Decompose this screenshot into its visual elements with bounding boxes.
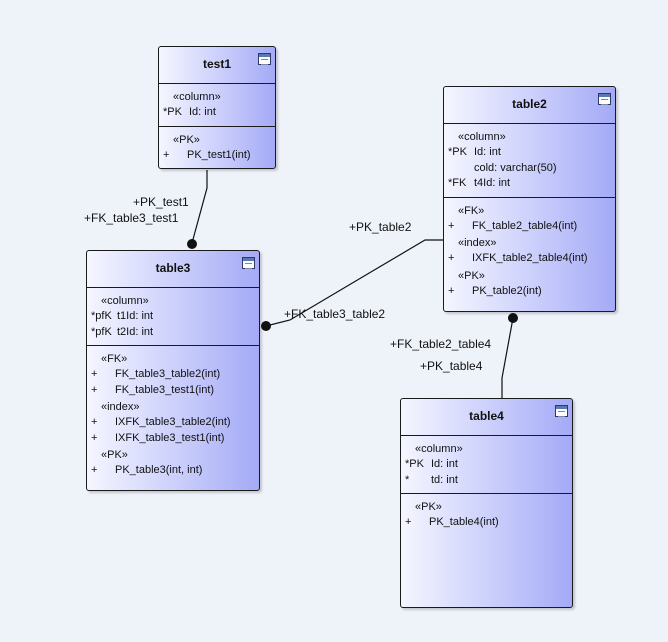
- connector-table2-table4[interactable]: [501, 317, 514, 398]
- operations-compartment: «FK» +FK_table2_table4(int) «index» +IXF…: [444, 198, 615, 305]
- label-pk-test1: +PK_test1: [133, 195, 189, 209]
- operation-row: +PK_table2(int): [448, 284, 542, 297]
- operation-row: +IXFK_table3_test1(int): [91, 431, 225, 444]
- column-row: *td: int: [405, 473, 458, 486]
- label-fk-table3-table2: +FK_table3_table2: [284, 307, 386, 321]
- operation-row: +IXFK_table2_table4(int): [448, 252, 588, 264]
- entity-header: table3: [87, 251, 259, 288]
- column-row: cold: varchar(50): [474, 161, 557, 174]
- operation-row: +PK_table4(int): [405, 516, 499, 528]
- connector-end-table3-test1: [187, 239, 197, 249]
- entity-title: table4: [469, 409, 504, 423]
- entity-header: table2: [444, 87, 615, 124]
- stereotype-pk: «PK»: [173, 133, 200, 146]
- operations-compartment: «FK» +FK_table3_table2(int) +FK_table3_t…: [87, 346, 259, 484]
- label-pk-table4: +PK_table4: [420, 359, 483, 373]
- stereotype-fk: «FK»: [458, 204, 485, 217]
- table-icon: [555, 405, 568, 417]
- stereotype-column: «column»: [458, 131, 506, 143]
- stereotype-index: «index»: [458, 237, 497, 249]
- stereotype-column: «column»: [415, 443, 463, 455]
- operation-row: +PK_table3(int, int): [91, 464, 203, 476]
- entity-title: table3: [155, 261, 191, 275]
- connector-test1-table3[interactable]: [191, 170, 208, 244]
- operations-compartment: «PK» +PK_test1(int): [159, 127, 275, 169]
- operation-row: +FK_table3_table2(int): [91, 368, 221, 380]
- operation-row: +PK_test1(int): [163, 148, 251, 161]
- entity-title: table2: [512, 97, 547, 111]
- label-fk-table2-table4: +FK_table2_table4: [390, 337, 492, 351]
- table-icon: [242, 257, 255, 269]
- table-icon: [598, 93, 611, 105]
- operations-compartment: «PK» +PK_table4(int): [401, 494, 572, 536]
- stereotype-pk: «PK»: [415, 501, 442, 513]
- stereotype-pk: «PK»: [458, 269, 485, 282]
- connector-end-table3-table2: [261, 321, 271, 331]
- stereotype-fk: «FK»: [101, 353, 128, 365]
- entity-title: test1: [202, 57, 231, 71]
- connector-end-table2-table4: [508, 313, 518, 323]
- label-pk-table2: +PK_table2: [349, 220, 412, 234]
- table-icon: [258, 53, 271, 65]
- stereotype-index: «index»: [101, 401, 140, 413]
- stereotype-column: «column»: [101, 295, 149, 307]
- label-fk-table3-test1: +FK_table3_test1: [84, 211, 179, 225]
- stereotype-column: «column»: [173, 91, 221, 103]
- operation-row: +FK_table3_test1(int): [91, 383, 215, 396]
- entity-header: table4: [401, 399, 572, 436]
- entity-header: test1: [159, 47, 275, 84]
- stereotype-pk: «PK»: [101, 449, 128, 461]
- connector-table2-table3[interactable]: [265, 239, 444, 327]
- operation-row: +FK_table2_table4(int): [448, 219, 578, 232]
- operation-row: +IXFK_table3_table2(int): [91, 416, 231, 428]
